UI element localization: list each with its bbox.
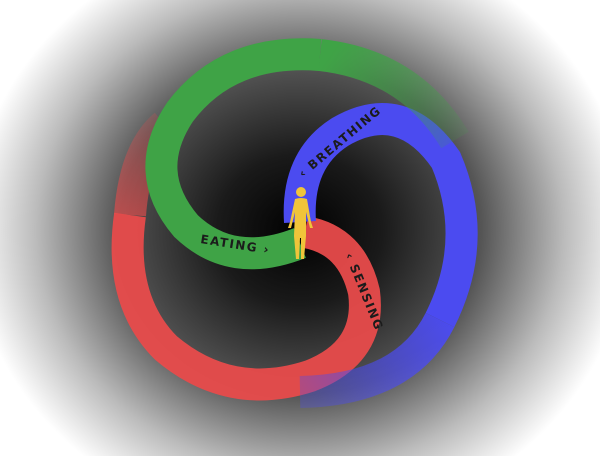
eating-arm-tail — [317, 39, 469, 149]
sensing-arm — [111, 212, 381, 401]
person-figure-icon — [288, 187, 313, 259]
eating-arm — [145, 38, 322, 270]
breathing-arm-tail — [299, 312, 455, 408]
breathing-arm — [283, 103, 478, 328]
